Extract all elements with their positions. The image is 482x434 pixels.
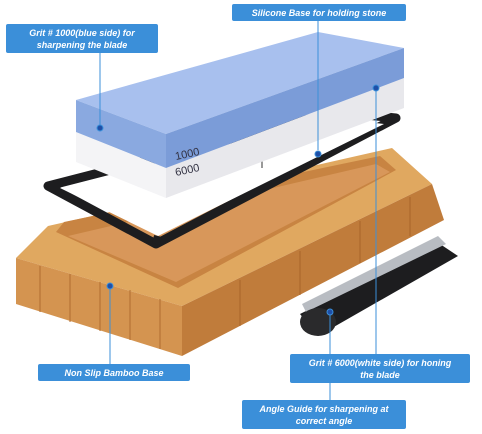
grit-6000-marking: 6000	[174, 162, 200, 179]
grit-1000-marking: 1000	[174, 146, 200, 163]
angle-guide-label: Angle Guide for sharpening at correct an…	[242, 400, 406, 429]
whetstone-white-side	[166, 78, 404, 198]
bamboo-base-tray-floor	[68, 164, 390, 282]
bamboo-base	[16, 148, 444, 356]
whetstone-blue-front	[76, 100, 166, 168]
silicone-base-label: Silicone Base for holding stone	[232, 4, 406, 21]
bamboo-base-label-text: Non Slip Bamboo Base	[64, 367, 164, 378]
whetstone-blue-side	[166, 48, 404, 168]
grit-6000-label: Grit # 6000(white side) for honing the b…	[290, 354, 470, 383]
angle-guide	[300, 236, 458, 336]
angle-guide-label-line2: correct angle	[295, 415, 353, 426]
grit-1000-label-line1: Grit # 1000(blue side) for	[29, 27, 135, 38]
leader-lines	[96, 21, 380, 400]
grit-6000-label-line2: the blade	[360, 369, 400, 380]
whetstone-white-front	[76, 132, 166, 198]
bamboo-base-label: Non Slip Bamboo Base	[38, 364, 190, 381]
bamboo-base-side	[182, 184, 444, 356]
whetstone: 1000 6000	[76, 32, 404, 198]
bamboo-base-front	[16, 258, 182, 356]
grit-6000-label-line1: Grit # 6000(white side) for honing	[308, 357, 452, 368]
angle-guide-rail	[302, 236, 446, 312]
grit-1000-label-line2: sharpening the blade	[36, 39, 128, 50]
whetstone-blue-top	[76, 32, 404, 134]
grit-1000-label: Grit # 1000(blue side) for sharpening th…	[6, 24, 158, 53]
angle-guide-body	[300, 244, 458, 336]
angle-guide-label-line1: Angle Guide for sharpening at	[259, 403, 389, 414]
silicone-base-label-text: Silicone Base for holding stone	[251, 7, 387, 18]
